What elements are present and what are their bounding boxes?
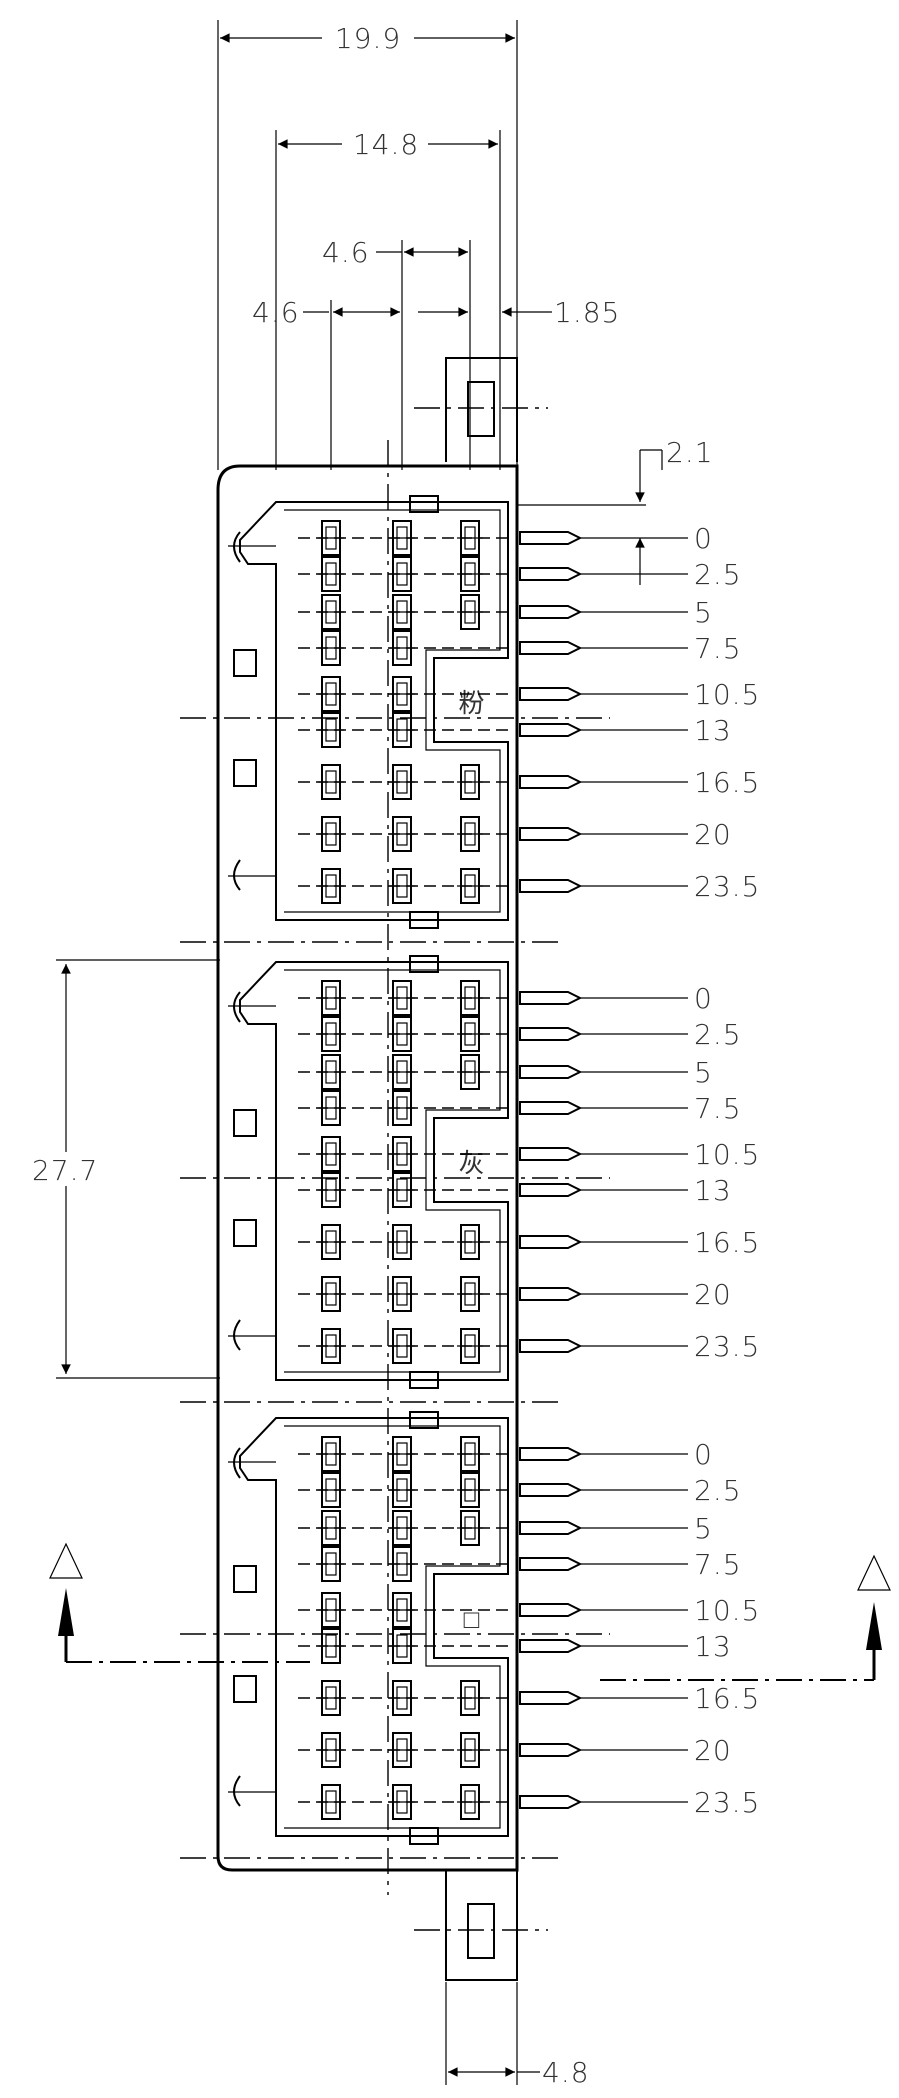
external-pin (519, 879, 583, 893)
external-pin (519, 567, 583, 581)
first-offset-dimension: 2.1 (517, 436, 714, 585)
dim-section-height: 27.7 (32, 1154, 98, 1187)
pin-position-label: 13 (694, 714, 732, 747)
external-pin (519, 1521, 583, 1535)
dim-edge-offset: 1.85 (554, 296, 620, 329)
top-tab (414, 357, 548, 462)
external-pin (519, 1557, 583, 1571)
external-pin (519, 531, 583, 545)
external-pin (519, 605, 583, 619)
external-pin (519, 1447, 583, 1461)
external-pin (519, 641, 583, 655)
dim-overall-width: 19.9 (335, 22, 401, 55)
external-pin (519, 1183, 583, 1197)
connector-sections: 粉02.557.510.51316.52023.5灰02.557.510.513… (180, 495, 760, 1859)
dim-inner-width: 14.8 (353, 128, 419, 161)
external-pin (519, 775, 583, 789)
external-pin (519, 687, 583, 701)
top-dimensions: 19.9 14.8 4.6 4.6 1.85 (217, 20, 620, 470)
pin-position-label: 0 (694, 522, 713, 555)
housing (216, 440, 519, 1895)
pin-position-label: 20 (694, 818, 732, 851)
external-pin (519, 991, 583, 1005)
pin-position-label: 5 (694, 1056, 713, 1089)
external-pin (519, 1483, 583, 1497)
external-pin (519, 1027, 583, 1041)
pin-position-label: 5 (694, 596, 713, 629)
left-dimension: 27.7 (22, 959, 220, 1379)
pin-position-label: 16.5 (694, 766, 760, 799)
pin-position-label: 23.5 (694, 1786, 760, 1819)
external-pin (519, 1603, 583, 1617)
section-view-markers: A A (49, 1542, 891, 1681)
pin-position-label: 7.5 (694, 1092, 742, 1125)
pin-position-label: 0 (694, 982, 713, 1015)
pin-position-label: 10.5 (694, 678, 760, 711)
pin-position-label: 7.5 (694, 632, 742, 665)
external-pin (519, 1065, 583, 1079)
connector-section-3: □ 02.5 57.5 10.513 16.5 20 23.5 (180, 1411, 760, 1859)
section-mark-3: □ (464, 1605, 481, 1635)
bottom-tab: 4.8 (414, 1870, 590, 2089)
external-pin (519, 1235, 583, 1249)
pin-position-label: 10.5 (694, 1138, 760, 1171)
external-pin (519, 1743, 583, 1757)
pin-position-label: 20 (694, 1278, 732, 1311)
external-pin (519, 1287, 583, 1301)
pin-position-label: 7.5 (694, 1548, 742, 1581)
pin-position-label: 13 (694, 1630, 732, 1663)
external-pin (519, 723, 583, 737)
pin-position-label: 23.5 (694, 1330, 760, 1363)
external-pin (519, 1339, 583, 1353)
external-pin (519, 1795, 583, 1809)
pin-position-label: 10.5 (694, 1594, 760, 1627)
pin-position-label: 13 (694, 1174, 732, 1207)
external-pin (519, 1639, 583, 1653)
pin-position-label: 16.5 (694, 1682, 760, 1715)
external-pin (519, 1101, 583, 1115)
pin-position-label: 2.5 (694, 1474, 742, 1507)
pin-position-label: 20 (694, 1734, 732, 1767)
pin-position-label: 0 (694, 1438, 713, 1471)
dim-tab-width: 4.8 (542, 2056, 590, 2089)
pin-position-label: 16.5 (694, 1226, 760, 1259)
dim-pitch-left: 4.6 (252, 296, 300, 329)
pin-position-label: 23.5 (694, 870, 760, 903)
pin-position-label: 5 (694, 1512, 713, 1545)
pin-position-label: 2.5 (694, 1018, 742, 1051)
external-pin (519, 1147, 583, 1161)
external-pin (519, 827, 583, 841)
external-pin (519, 1691, 583, 1705)
pin-position-label: 2.5 (694, 558, 742, 591)
dim-first-offset: 2.1 (666, 436, 714, 469)
dim-pitch-top: 4.6 (322, 236, 370, 269)
